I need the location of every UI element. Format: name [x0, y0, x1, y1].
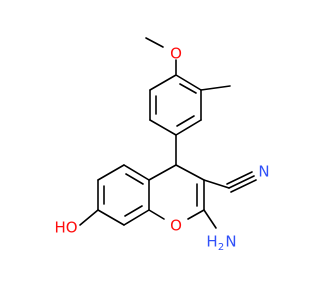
structure-canvas: O N HO O H 2 N: [54, 37, 270, 253]
bond-nitrile-2: [230, 179, 257, 193]
bond-ring2-inner-3: [124, 205, 143, 217]
ring-oxygen-label: O: [170, 217, 182, 235]
hydroxyl-label: HO: [54, 219, 77, 237]
bond-c3-cn: [203, 179, 230, 189]
amine-n-label: N: [225, 233, 236, 251]
methoxy-oxygen-label: O: [170, 45, 182, 63]
bond-ring2-oh: [79, 209, 99, 226]
bond-ring2-e: [123, 209, 150, 226]
bond-ring2-d: [97, 209, 125, 226]
bond-ring1-inner-2: [176, 115, 195, 127]
bond-ring1-f: [149, 74, 177, 91]
bond-nitrile-1: [228, 175, 255, 189]
bond-o-c8a: [148, 209, 165, 220]
bond-ring2-inner-1: [125, 173, 144, 185]
nitrile-nitrogen-label: N: [258, 163, 269, 181]
bond-c2-o: [187, 209, 205, 220]
bond-ring1-c: [175, 119, 202, 136]
bond-ring1-a: [175, 74, 202, 91]
bond-ring1-inner-1: [179, 83, 197, 94]
bond-ring2-b: [97, 164, 125, 181]
bond-methyl-ring: [200, 85, 231, 91]
bond-methyl-o: [145, 37, 164, 48]
bond-nitrile-3: [226, 171, 253, 185]
bond-c2-n: [203, 209, 217, 229]
amine-h-label: H: [206, 233, 217, 251]
bond-ring2-a: [123, 164, 150, 181]
bond-c4-c3: [175, 164, 205, 181]
amine-subscript-label: 2: [218, 242, 224, 253]
molecule-diagram: O N HO O H 2 N: [54, 37, 270, 253]
bond-c4a-c4: [148, 164, 177, 181]
bond-ring1-d: [149, 119, 177, 136]
